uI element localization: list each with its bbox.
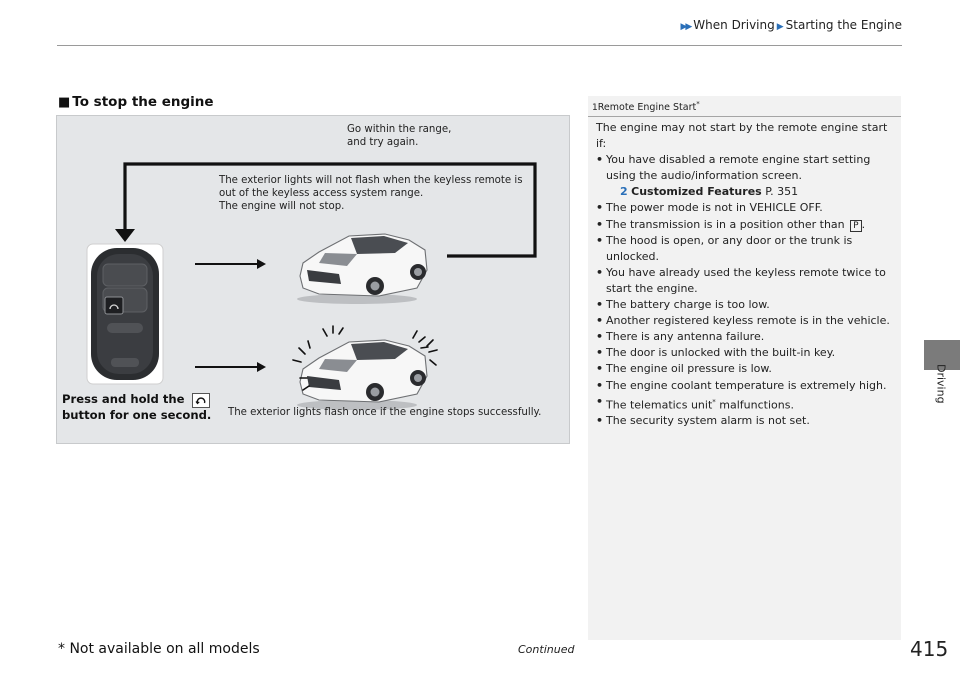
list-item: The telematics unit* malfunctions. [596, 394, 901, 414]
footnote: * Not available on all models [58, 641, 260, 657]
park-position-icon: P [850, 219, 862, 232]
side-note-panel: 1Remote Engine Start* The engine may not… [588, 96, 901, 640]
side-note-title: Remote Engine Start [597, 102, 697, 114]
chapter-thumb-tab[interactable] [924, 340, 960, 370]
list-item: The engine oil pressure is low. [596, 361, 901, 377]
return-arrow [115, 162, 537, 258]
arrow-to-car-top [195, 259, 266, 269]
triangle-icon: ▶ [776, 22, 784, 32]
illustration-drawing [86, 162, 537, 410]
press-hold-instruction: Press and hold the button for one second… [62, 392, 211, 422]
bullet3-period: . [861, 217, 866, 231]
keyless-remote-icon [86, 243, 164, 385]
list-item: You have already used the keyless remote… [596, 265, 901, 297]
cross-reference-page[interactable]: P. 351 [765, 185, 799, 199]
list-item: The security system alarm is not set. [596, 413, 901, 429]
page-number: 415 [910, 637, 949, 661]
reference-arrow-icon: 2 [620, 185, 628, 199]
bullet12-text: The telematics unit [606, 398, 713, 412]
go-within-line-2: and try again. [347, 137, 419, 148]
breadcrumb-item-starting-engine: Starting the Engine [785, 18, 902, 32]
go-within-line-1: Go within the range, [347, 124, 452, 135]
not-all-models-asterisk: * [712, 397, 716, 406]
intro-line-2: if: [596, 137, 607, 151]
car-lights-off-icon [297, 233, 428, 304]
bullet5-line-1: You have already used the keyless remote… [606, 265, 886, 279]
bullet1-line-1: You have disabled a remote engine start … [606, 153, 871, 167]
intro-line-1: The engine may not start by the remote e… [596, 121, 888, 134]
list-item: The hood is open, or any door or the tru… [596, 233, 901, 265]
arrow-to-car-bottom [195, 362, 266, 372]
list-item: There is any antenna failure. [596, 329, 901, 345]
flash-marks [292, 325, 438, 391]
breadcrumb: ▶▶When Driving▶Starting the Engine [560, 18, 902, 32]
list-item: The door is unlocked with the built-in k… [596, 345, 901, 361]
cross-reference[interactable]: 2 Customized Features P. 351 [596, 184, 901, 200]
breadcrumb-item-when-driving: When Driving [693, 18, 775, 32]
header-divider [57, 45, 902, 46]
list-item: The power mode is not in VEHICLE OFF. [596, 200, 901, 216]
illustration-panel: Go within the range, and try again. The … [56, 115, 570, 444]
press-line-1: Press and hold the [62, 392, 211, 408]
section-title-text: To stop the engine [72, 94, 214, 110]
side-note-body: The engine may not start by the remote e… [588, 117, 901, 430]
car-lights-flashing-icon [292, 325, 438, 410]
bullet1-line-2: using the audio/information screen. [606, 169, 802, 183]
no-flash-line-2: out of the keyless access system range. [219, 188, 424, 199]
not-all-models-asterisk: * [696, 100, 700, 108]
bullet4-line-2: unlocked. [606, 249, 660, 263]
continued-label: Continued [518, 643, 575, 656]
cross-reference-label[interactable]: Customized Features [631, 185, 762, 199]
list-item: The battery charge is too low. [596, 297, 901, 313]
go-within-range-text: Go within the range, and try again. [347, 123, 451, 149]
chapter-tab-label: Driving [926, 364, 956, 424]
bullet5-line-2: start the engine. [606, 281, 698, 295]
double-triangle-icon: ▶▶ [680, 22, 692, 32]
condition-list: You have disabled a remote engine start … [596, 152, 901, 429]
bullet4-line-1: The hood is open, or any door or the tru… [606, 233, 853, 247]
bullet12-text-end: malfunctions. [715, 398, 794, 412]
list-item: Another registered keyless remote is in … [596, 313, 901, 329]
press-line-2: button for one second. [62, 408, 212, 422]
lights-not-flash-text: The exterior lights will not flash when … [219, 174, 523, 213]
reference-marker: 1 [592, 103, 598, 114]
press-line-1-text: Press and hold the [62, 392, 185, 406]
list-item: You have disabled a remote engine start … [596, 152, 901, 184]
list-item: The engine coolant temperature is extrem… [596, 378, 901, 394]
bullet3-text: The transmission is in a position other … [606, 217, 845, 231]
remote-start-button-icon [191, 393, 210, 408]
chapter-tab-text: Driving [934, 364, 948, 404]
no-flash-line-1: The exterior lights will not flash when … [219, 175, 523, 186]
lights-flash-once-text: The exterior lights flash once if the en… [228, 407, 542, 418]
section-marker-icon: ■ [58, 95, 71, 110]
no-flash-line-3: The engine will not stop. [219, 201, 345, 212]
side-note-header: 1Remote Engine Start* [588, 96, 901, 117]
list-item: The transmission is in a position other … [596, 217, 901, 233]
section-title: ■To stop the engine [58, 94, 214, 110]
